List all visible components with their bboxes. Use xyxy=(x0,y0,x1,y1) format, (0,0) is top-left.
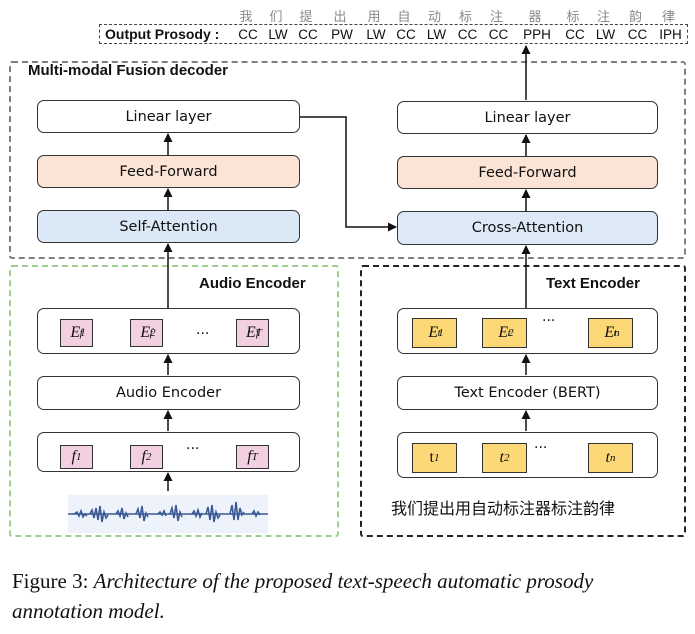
waveform-icon xyxy=(68,501,268,523)
output-char: 提 xyxy=(299,9,313,25)
prosody-tag: CC xyxy=(457,26,478,42)
text-embedding-ellipsis: ... xyxy=(542,309,556,325)
audio-encoder-title: Audio Encoder xyxy=(199,275,306,292)
output-char: 律 xyxy=(661,9,675,25)
left-linear-layer: Linear layer xyxy=(37,100,300,133)
output-char: 自 xyxy=(397,9,411,25)
self-attention: Self-Attention xyxy=(37,210,300,243)
output-char: 我 xyxy=(239,9,253,25)
left-feed-forward: Feed-Forward xyxy=(37,155,300,188)
audio-encoder-region xyxy=(9,265,339,537)
prosody-tag: LW xyxy=(268,26,288,42)
output-characters: 我们提出用自动标注器标注韵律 xyxy=(231,4,685,26)
text-encoder-title: Text Encoder xyxy=(546,275,640,292)
text-encoder-region xyxy=(360,265,686,537)
caption-text: Architecture of the proposed text-speech… xyxy=(12,569,594,623)
prosody-tags: CC LW CC PW LW CC LW CC CC PPH CC LW CC IPH xyxy=(233,27,687,42)
caption-label: Figure 3: xyxy=(12,569,89,593)
prosody-tag: CC xyxy=(396,26,416,42)
output-char: 注 xyxy=(596,9,610,25)
cross-attention: Cross-Attention xyxy=(397,211,658,245)
output-char: 用 xyxy=(367,9,381,25)
audio-embedding-ellipsis: ... xyxy=(196,322,210,338)
prosody-tag: PW xyxy=(331,26,353,42)
prosody-tag: IPH xyxy=(659,26,682,42)
text-encoder-box: Text Encoder (BERT) xyxy=(397,376,658,410)
output-char: 器 xyxy=(528,9,542,25)
output-char: 标 xyxy=(566,9,580,25)
prosody-tag: LW xyxy=(426,26,447,42)
output-char: 标 xyxy=(458,9,472,25)
audio-encoder-box: Audio Encoder xyxy=(37,376,300,410)
fusion-decoder-title: Multi-modal Fusion decoder xyxy=(28,62,229,79)
audio-feature-ellipsis: ... xyxy=(186,437,200,453)
prosody-tag: LW xyxy=(595,26,616,42)
output-prosody-label: Output Prosody : xyxy=(105,26,220,42)
output-char: 们 xyxy=(269,9,283,25)
right-linear-layer: Linear layer xyxy=(397,101,658,134)
prosody-tag: CC xyxy=(627,26,648,42)
output-char: 韵 xyxy=(628,9,642,25)
figure-caption: Figure 3: Architecture of the proposed t… xyxy=(12,566,687,626)
prosody-tag: LW xyxy=(366,26,386,42)
output-char: 注 xyxy=(489,9,503,25)
fusion-decoder-region xyxy=(9,61,686,259)
output-char: 出 xyxy=(333,9,347,25)
waveform-image xyxy=(68,495,268,533)
prosody-tag: PPH xyxy=(523,26,551,42)
text-token-ellipsis: ... xyxy=(534,436,548,452)
prosody-tag: CC xyxy=(238,26,258,42)
output-char: 动 xyxy=(427,9,441,25)
prosody-tag: CC xyxy=(488,26,509,42)
input-sentence: 我们提出用自动标注器标注韵律 xyxy=(391,499,616,518)
prosody-tag: CC xyxy=(565,26,585,42)
prosody-tag: CC xyxy=(298,26,318,42)
right-feed-forward: Feed-Forward xyxy=(397,156,658,189)
